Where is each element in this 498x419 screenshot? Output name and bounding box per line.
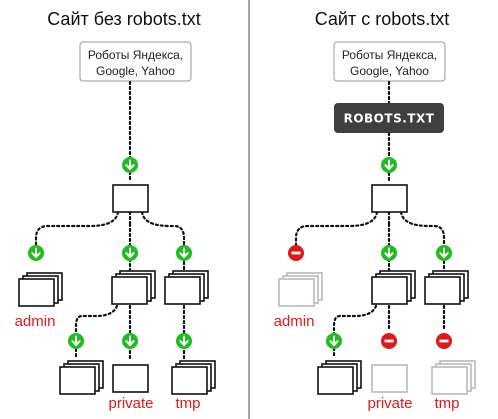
right-panel: Сайт с robots.txt Роботы Яндекса, Google… — [274, 9, 476, 412]
right-crawlers-line1: Роботы Яндекса, — [342, 48, 437, 62]
left-admin-label: admin — [15, 313, 56, 330]
right-admin-folder-blocked — [278, 272, 323, 307]
left-private-folder — [112, 364, 149, 393]
right-right-folder — [424, 270, 469, 305]
allow-arrow-icon — [381, 245, 397, 261]
allow-arrow-icon — [28, 245, 44, 261]
allow-arrow-icon — [176, 245, 192, 261]
allow-arrow-icon — [176, 333, 192, 349]
no-entry-icon — [288, 245, 304, 261]
left-crawlers-box — [79, 41, 192, 82]
allow-arrow-icon — [326, 333, 342, 349]
allow-arrow-icon — [122, 245, 138, 261]
right-private-label: private — [367, 395, 412, 412]
left-crawlers-line1: Роботы Яндекса, — [88, 48, 183, 62]
right-tmp-label: tmp — [434, 395, 459, 412]
left-root-folder — [112, 184, 149, 213]
right-root-folder — [371, 184, 408, 213]
left-panel: Сайт без robots.txt Роботы Яндекса, Goog… — [15, 9, 216, 412]
allow-arrow-icon — [68, 333, 84, 349]
right-crawlers-box — [333, 41, 446, 82]
allow-arrow-icon — [381, 157, 397, 173]
left-private-label: private — [108, 395, 153, 412]
left-connector-right — [140, 210, 186, 276]
right-sub-folder — [317, 360, 362, 395]
left-tmp-folder — [171, 360, 216, 395]
left-tmp-label: tmp — [175, 395, 200, 412]
right-mid-folder — [371, 270, 416, 305]
left-connector-admin — [34, 210, 120, 254]
robots-txt-badge — [334, 103, 444, 133]
no-entry-icon — [436, 333, 452, 349]
right-connector-admin — [294, 210, 379, 254]
allow-arrow-icon — [122, 333, 138, 349]
right-private-folder-blocked — [371, 364, 408, 393]
right-connector-sub — [332, 299, 379, 360]
right-tmp-folder-blocked — [431, 360, 476, 395]
left-sub-folder — [59, 360, 104, 395]
right-admin-label: admin — [274, 313, 315, 330]
right-crawlers-line2: Google, Yahoo — [350, 64, 429, 78]
right-title: Сайт с robots.txt — [315, 9, 450, 29]
left-right-folder — [164, 270, 209, 305]
no-entry-icon — [381, 333, 397, 349]
left-connector-sub — [74, 299, 120, 360]
left-crawlers-line2: Google, Yahoo — [96, 64, 175, 78]
right-connector-right — [399, 210, 446, 276]
robots-txt-label: ROBOTS.TXT — [344, 112, 435, 126]
left-admin-folder — [18, 272, 63, 307]
left-title: Сайт без robots.txt — [47, 9, 201, 29]
left-mid-folder — [111, 270, 156, 305]
allow-arrow-icon — [122, 157, 138, 173]
allow-arrow-icon — [436, 245, 452, 261]
